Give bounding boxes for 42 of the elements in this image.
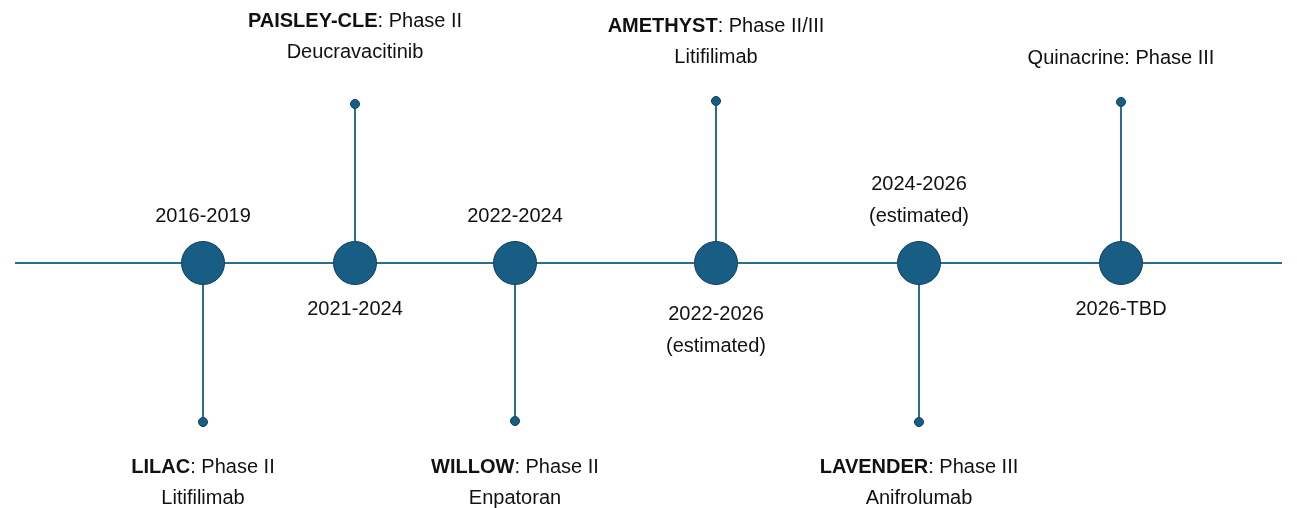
trial-label: LILAC: Phase II (131, 454, 275, 479)
stem-end-dot (350, 99, 360, 109)
trial-label: PAISLEY-CLE: Phase II (247, 8, 463, 33)
milestone-circle (1099, 241, 1143, 285)
milestone-circle (694, 241, 738, 285)
trial-label: LAVENDER: Phase III (819, 454, 1019, 479)
milestone-circle (333, 241, 377, 285)
stem-line (715, 105, 717, 242)
timeline-axis (376, 262, 494, 264)
date-label: 2021-2024 (307, 296, 403, 321)
timeline-axis (737, 262, 898, 264)
stem-end-dot (711, 96, 721, 106)
date-label: 2024-2026 (estimated) (868, 171, 970, 228)
stem-end-dot (510, 416, 520, 426)
stem-line (354, 108, 356, 242)
stem-end-dot (1116, 97, 1126, 107)
stem-end-dot (198, 417, 208, 427)
milestone-circle (897, 241, 941, 285)
timeline-axis (536, 262, 695, 264)
drug-name: Litifilimab (674, 44, 758, 69)
timeline-axis (224, 262, 334, 264)
timeline-axis (14, 262, 182, 264)
drug-name: Enpatoran (468, 485, 562, 508)
date-label: 2026-TBD (1075, 296, 1167, 321)
stem-line (514, 284, 516, 417)
drug-name: Deucravacitinib (286, 39, 424, 64)
date-label: 2016-2019 (155, 203, 251, 228)
date-label: 2022-2026 (estimated) (665, 301, 767, 358)
stem-line (1120, 106, 1122, 242)
stem-end-dot (914, 417, 924, 427)
drug-name: Litifilimab (161, 485, 245, 508)
timeline-axis (1142, 262, 1283, 264)
milestone-circle (493, 241, 537, 285)
drug-name: Anifrolumab (865, 485, 973, 508)
milestone-circle (181, 241, 225, 285)
timeline-axis (940, 262, 1100, 264)
date-label: 2022-2024 (467, 203, 563, 228)
trial-label: Quinacrine: Phase III (1027, 45, 1215, 70)
stem-line (202, 284, 204, 418)
trial-label: WILLOW: Phase II (431, 454, 599, 479)
stem-line (918, 284, 920, 418)
trial-label: AMETHYST: Phase II/III (607, 13, 825, 38)
